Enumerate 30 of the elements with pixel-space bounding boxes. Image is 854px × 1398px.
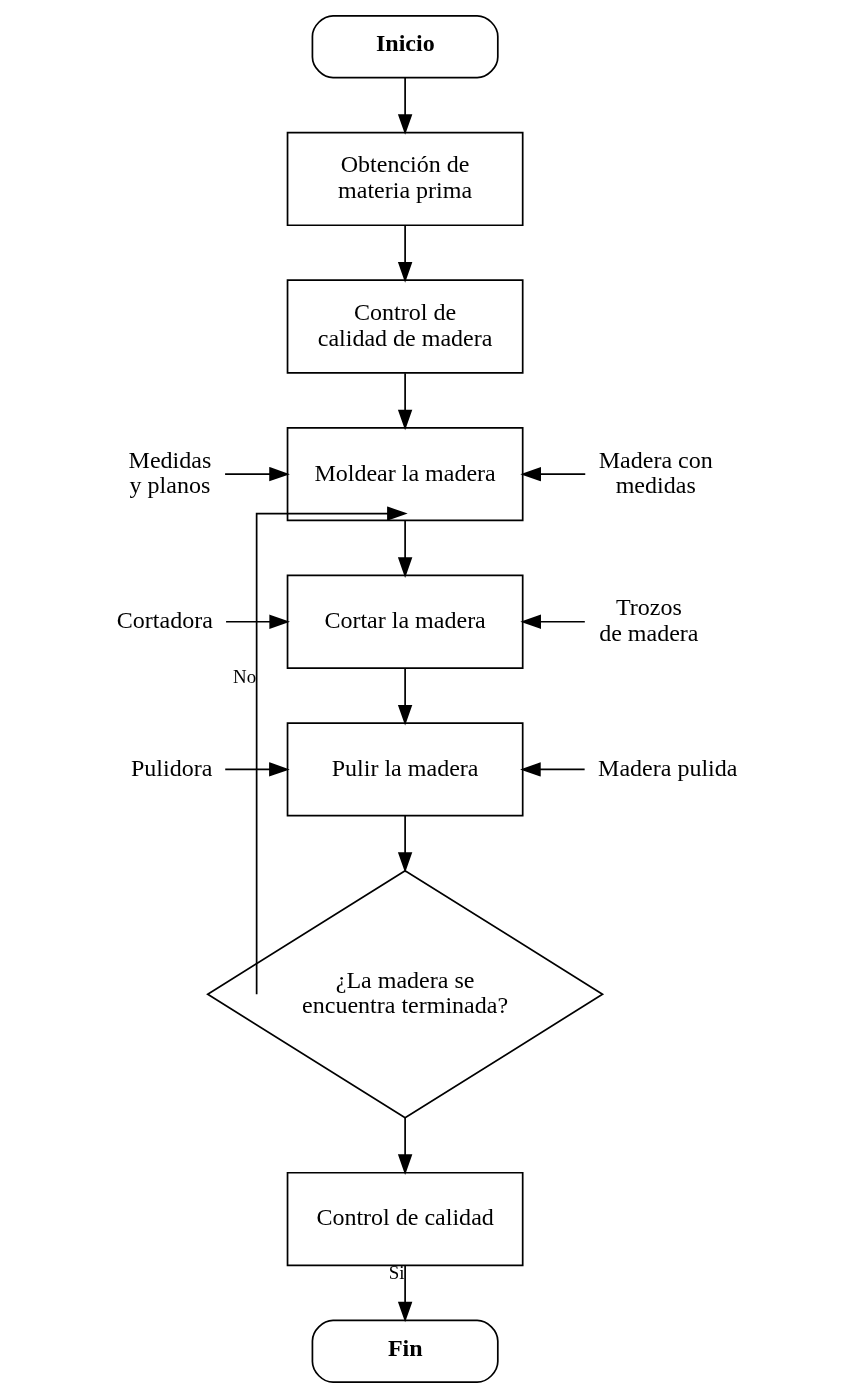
arrow bbox=[520, 466, 587, 482]
node-text: Cortadora bbox=[116, 607, 213, 634]
node-diamond: ¿La madera se encuentra terminada? bbox=[206, 869, 605, 1119]
node-box: Control de calidad bbox=[286, 1171, 524, 1267]
arrow bbox=[397, 520, 413, 578]
edge-label: No bbox=[233, 665, 257, 687]
arrow bbox=[397, 667, 413, 726]
node-text: Madera pulida bbox=[598, 754, 738, 781]
node-text: Medidas y planos bbox=[128, 446, 212, 499]
arrow bbox=[397, 224, 413, 283]
node-text: Madera con medidas bbox=[598, 446, 713, 499]
node-text: Trozos de madera bbox=[599, 594, 699, 646]
arrow bbox=[224, 762, 290, 777]
node-box: Obtención de materia prima bbox=[286, 131, 524, 227]
arrow bbox=[397, 815, 413, 873]
arrow bbox=[520, 762, 586, 777]
node-box: Control de calidad de madera bbox=[286, 279, 524, 374]
node-box: Inicio bbox=[311, 14, 499, 79]
arrow bbox=[224, 466, 290, 482]
arrow bbox=[225, 614, 290, 629]
arrow bbox=[397, 1117, 413, 1175]
node-box: Fin bbox=[311, 1319, 499, 1384]
node-box: Cortar la madera bbox=[286, 574, 524, 669]
arrow bbox=[397, 372, 413, 431]
arrow bbox=[397, 1265, 413, 1323]
arrow bbox=[255, 506, 408, 996]
arrow bbox=[520, 614, 586, 629]
arrow bbox=[397, 77, 413, 135]
node-text: Pulidora bbox=[130, 754, 213, 781]
node-box: Pulir la madera bbox=[286, 722, 524, 817]
